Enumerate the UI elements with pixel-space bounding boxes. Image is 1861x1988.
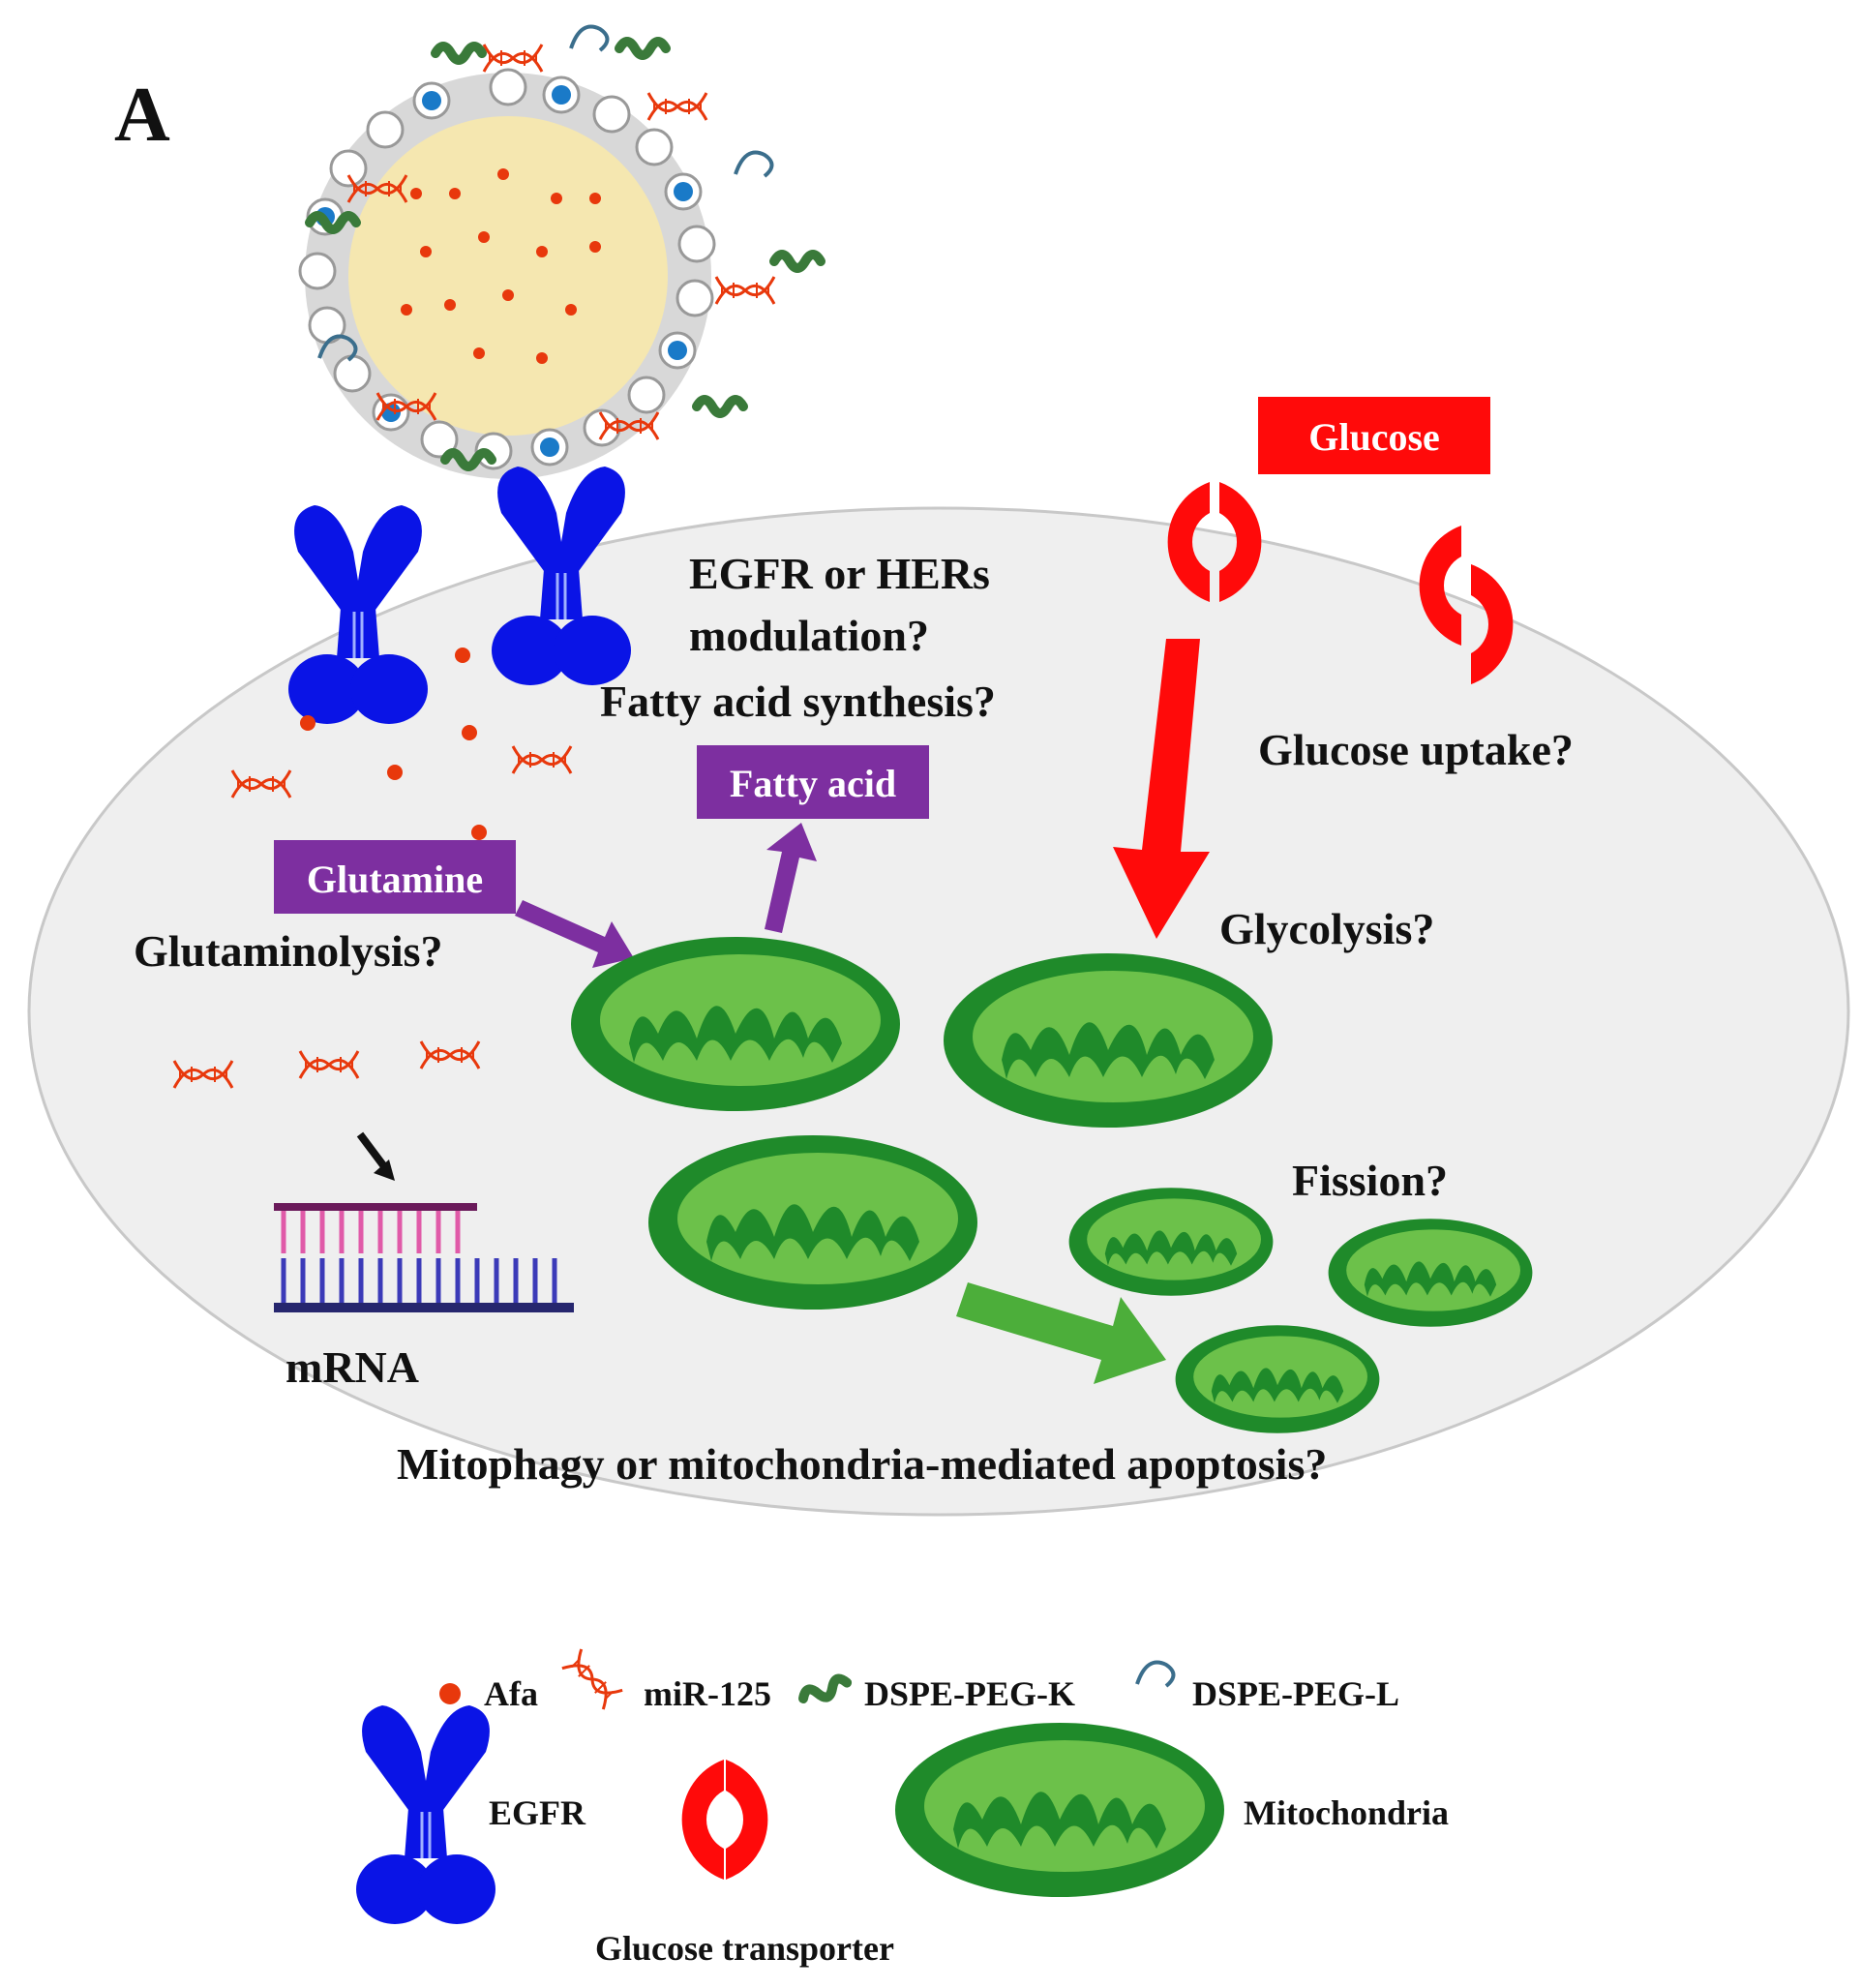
legend-mir-label: miR-125 xyxy=(644,1674,771,1713)
glucose-box-label: Glucose xyxy=(1308,415,1440,459)
legend-peg-l-icon xyxy=(1135,1660,1176,1688)
egfr-modulation-line1: EGFR or HERs xyxy=(689,549,990,598)
legend-afa-label: Afa xyxy=(484,1674,538,1713)
glutamine-arrow xyxy=(515,900,634,968)
legend: Afa miR-125 DSPE-PEG-K DSPE-PEG-L EGFR G… xyxy=(354,1647,1449,1968)
legend-transporter-label: Glucose transporter xyxy=(595,1929,894,1968)
legend-afa-dot xyxy=(439,1683,461,1704)
legend-mitochondria-label: Mitochondria xyxy=(1244,1793,1449,1832)
fatty-acid-arrow xyxy=(765,823,817,933)
fission-arrow xyxy=(956,1282,1166,1384)
mrna-duplex xyxy=(274,1203,574,1312)
fatty-acid-synthesis-label: Fatty acid synthesis? xyxy=(600,677,996,726)
glutamine-box-label: Glutamine xyxy=(307,858,483,901)
glutaminolysis-label: Glutaminolysis? xyxy=(134,926,443,976)
mitochondrion-1 xyxy=(571,937,900,1111)
egfr-modulation-line2: modulation? xyxy=(689,611,929,660)
legend-peg-l-label: DSPE-PEG-L xyxy=(1192,1674,1399,1713)
legend-transporter-icon xyxy=(681,1760,768,1880)
mitochondrion-small-3 xyxy=(1175,1325,1380,1433)
nanoparticle xyxy=(298,24,821,479)
glycolysis-label: Glycolysis? xyxy=(1219,904,1434,953)
mitochondrion-2 xyxy=(944,953,1273,1128)
mrna-label: mRNA xyxy=(285,1342,419,1392)
legend-mir-icon xyxy=(560,1647,624,1711)
legend-mitochondria-icon xyxy=(895,1723,1224,1897)
mitophagy-label: Mitophagy or mitochondria-mediated apopt… xyxy=(397,1439,1327,1489)
legend-egfr-label: EGFR xyxy=(489,1793,586,1832)
legend-peg-k-label: DSPE-PEG-K xyxy=(864,1674,1075,1713)
legend-egfr-icon xyxy=(354,1703,497,1926)
glucose-box xyxy=(1258,397,1490,474)
mitochondrion-3 xyxy=(648,1135,977,1310)
fatty-acid-box xyxy=(697,745,929,819)
panel-label: A xyxy=(114,73,170,158)
mitochondrion-small-2 xyxy=(1328,1219,1533,1327)
glutamine-box xyxy=(274,840,516,914)
glucose-uptake-label: Glucose uptake? xyxy=(1258,725,1574,774)
glycolysis-arrow xyxy=(1113,639,1210,939)
free-afa-dots xyxy=(300,648,487,840)
fission-label: Fission? xyxy=(1292,1156,1448,1205)
mrna-arrow-head xyxy=(374,1160,395,1181)
legend-peg-k-icon xyxy=(801,1676,850,1705)
fatty-acid-box-label: Fatty acid xyxy=(730,762,896,805)
mitochondrion-small-1 xyxy=(1068,1188,1274,1296)
